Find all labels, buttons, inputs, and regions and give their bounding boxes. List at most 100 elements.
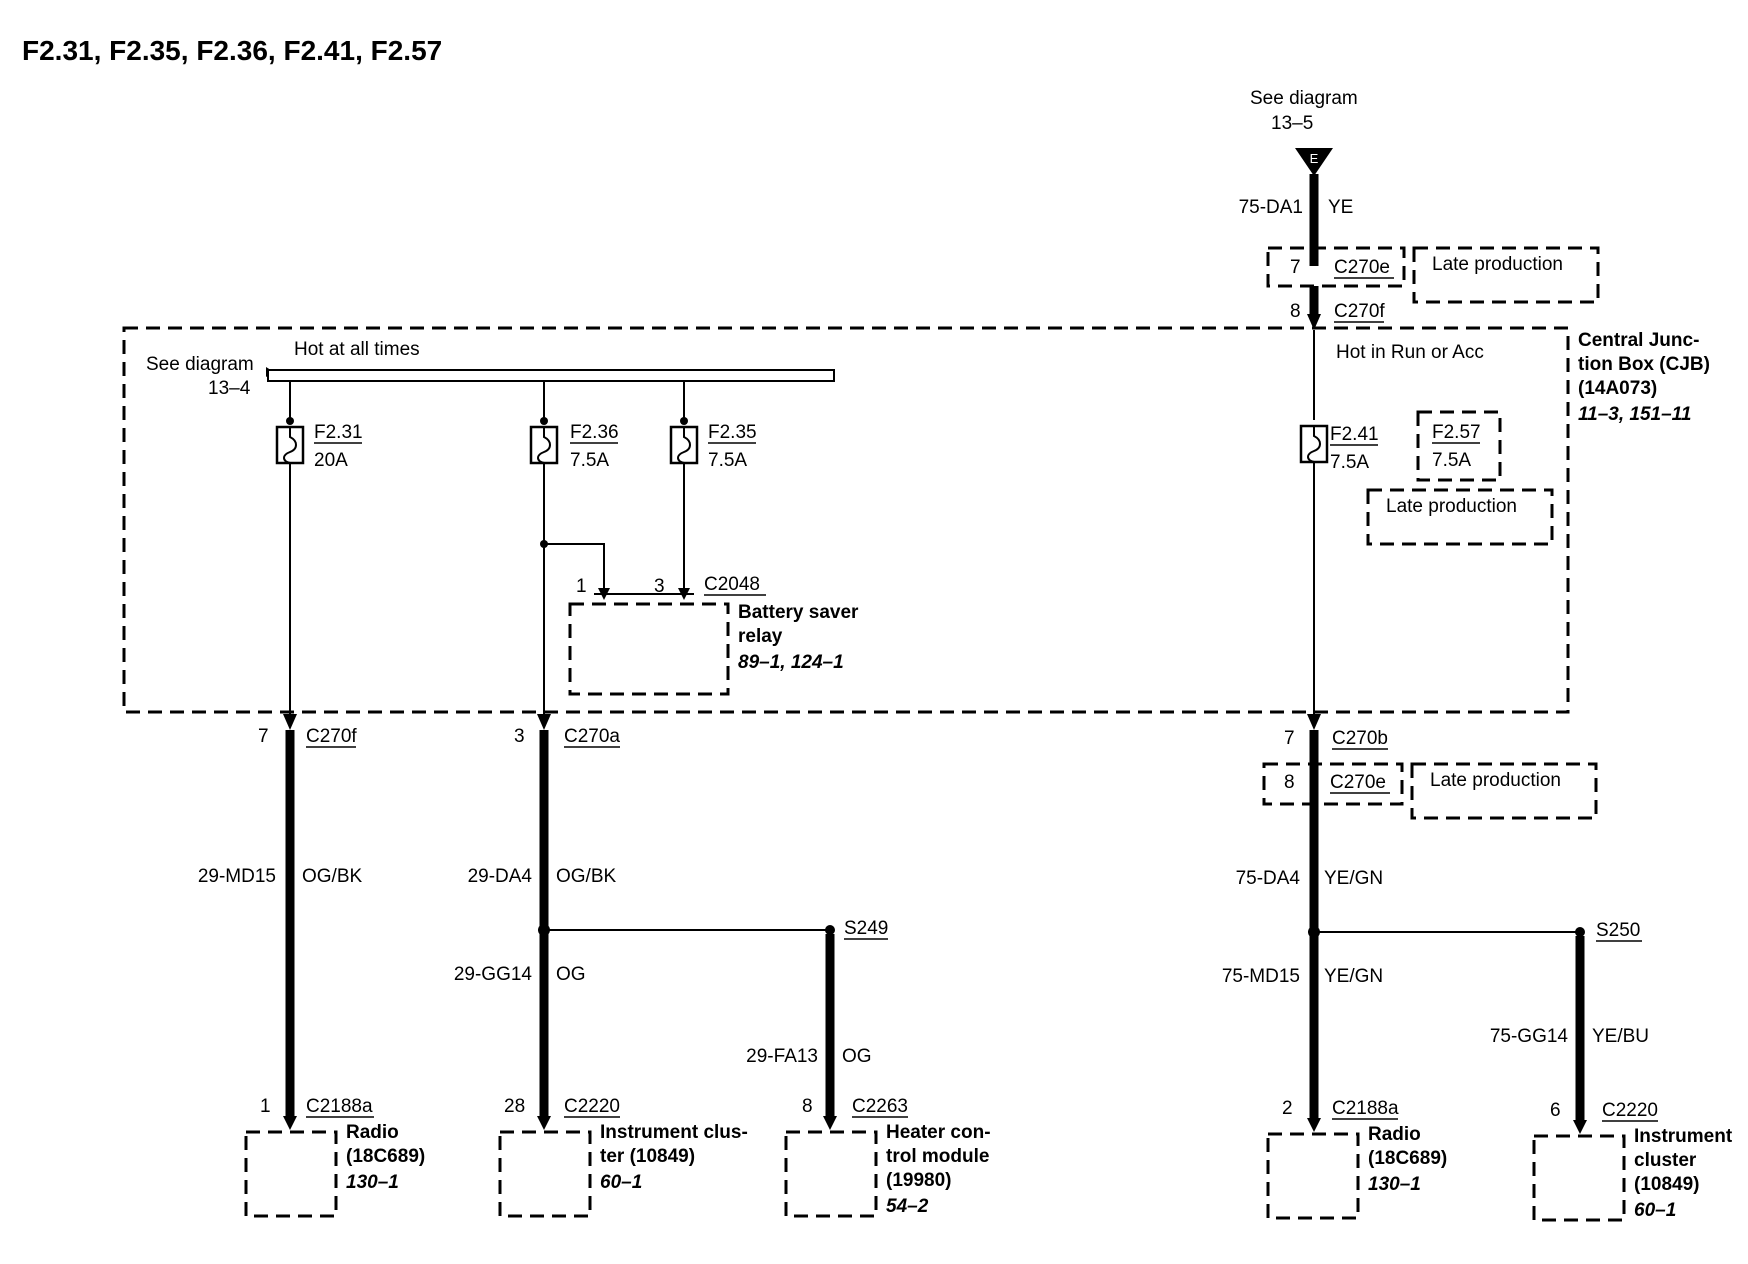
- late-production-connector-box-top: [1266, 246, 1406, 288]
- comp-heater-ref: 54–2: [886, 1196, 929, 1217]
- fuse-F2.35-rating: 7.5A: [708, 450, 747, 471]
- hot-at-all-times-label: Hot at all times: [294, 339, 420, 360]
- fuse-F2.35-element: [677, 427, 691, 464]
- comp-cluster-2-name-3: (10849): [1634, 1174, 1700, 1195]
- wire-75-GG14-color: YE/BU: [1592, 1026, 1649, 1047]
- wire-29-FA13-circuit: 29-FA13: [746, 1046, 818, 1067]
- exit-C270a-pin: 3: [514, 726, 525, 747]
- exit-late-connector: C270e: [1330, 772, 1386, 793]
- splice-S250-dot: [1575, 927, 1585, 937]
- relay-connector: C2048: [704, 574, 760, 595]
- source-marker-triangle: [1295, 148, 1333, 176]
- exit-late-production-box: [1410, 762, 1598, 820]
- comp-radio-2-arrow: [1307, 1118, 1321, 1132]
- wire-75-DA4-circuit: 75-DA4: [1236, 868, 1301, 889]
- c270f-top-pin: 8: [1290, 301, 1301, 322]
- wire-relay-pin1: [544, 543, 605, 592]
- comp-cluster-1-box: [498, 1130, 592, 1218]
- comp-heater-name-1: Heater con-: [886, 1122, 991, 1143]
- comp-cluster-2-name-2: cluster: [1634, 1150, 1697, 1171]
- exit-arrow-C270f: [283, 714, 297, 730]
- wire-75-DA1-color: YE: [1328, 197, 1353, 218]
- comp-radio-1-box: [244, 1130, 338, 1218]
- cjb-name-line-2: tion Box (CJB): [1578, 354, 1710, 375]
- comp-cluster-2-connector: C2220: [1602, 1100, 1658, 1121]
- comp-cluster-1-name-1: Instrument clus-: [600, 1122, 748, 1143]
- fuse-F2.31-element: [283, 427, 297, 464]
- top-see-diagram: See diagram: [1250, 88, 1358, 109]
- wire-29-MD15-color: OG/BK: [302, 866, 363, 887]
- fuse-F2.31-name: F2.31: [314, 422, 363, 443]
- late-production-label-top: Late production: [1432, 254, 1563, 275]
- comp-radio-1-pin: 1: [260, 1096, 271, 1117]
- exit-C270a-connector: C270a: [564, 726, 620, 747]
- exit-late-connector-box: [1262, 762, 1404, 806]
- comp-cluster-2-name-1: Instrument: [1634, 1126, 1733, 1147]
- f236-node: [540, 417, 548, 425]
- comp-heater-pin: 8: [802, 1096, 813, 1117]
- comp-heater-name-2: trol module: [886, 1146, 989, 1167]
- cjb-ref: 11–3, 151–11: [1578, 404, 1691, 425]
- comp-cluster-1-name-2: ter (10849): [600, 1146, 695, 1167]
- comp-radio-1-ref: 130–1: [346, 1172, 399, 1193]
- exit-arrow-C270a: [537, 714, 551, 730]
- cjb-see-diagram-ref: 13–4: [208, 378, 251, 399]
- fuse-F2.41-name: F2.41: [1330, 424, 1379, 445]
- fuse-F2.57-late-box: [1366, 488, 1554, 546]
- relay-name-line-1: Battery saver: [738, 602, 859, 623]
- late-pin-top: 7: [1290, 257, 1301, 278]
- comp-radio-2-pin: 2: [1282, 1098, 1293, 1119]
- comp-cluster-1-connector: C2220: [564, 1096, 620, 1117]
- fuse-F2.36-rating: 7.5A: [570, 450, 609, 471]
- comp-radio-2-name-2: (18C689): [1368, 1148, 1447, 1169]
- comp-radio-1-name-1: Radio: [346, 1122, 399, 1143]
- relay-name-line-2: relay: [738, 626, 783, 647]
- wire-29-FA13-color: OG: [842, 1046, 872, 1067]
- cjb-name-line-1: Central Junc-: [1578, 330, 1699, 351]
- exit-C270f-connector: C270f: [306, 726, 357, 747]
- c270f-top-connector: C270f: [1334, 301, 1385, 322]
- comp-radio-1-name-2: (18C689): [346, 1146, 425, 1167]
- exit-C270b-pin: 7: [1284, 728, 1295, 749]
- relay-ref: 89–1, 124–1: [738, 652, 844, 673]
- connector-arrow-C270f-top: [1307, 314, 1321, 330]
- fuse-F2.36-element: [537, 427, 551, 464]
- comp-cluster-1-ref: 60–1: [600, 1172, 642, 1193]
- wire-75-MD15-color: YE/GN: [1324, 966, 1383, 987]
- wire-29-DA4-circuit: 29-DA4: [468, 866, 533, 887]
- relay-pin3: 3: [654, 576, 665, 597]
- comp-heater-arrow: [823, 1116, 837, 1130]
- comp-heater-name-3: (19980): [886, 1170, 952, 1191]
- comp-cluster-2-box: [1532, 1134, 1626, 1222]
- comp-cluster-2-arrow: [1573, 1120, 1587, 1134]
- wire-29-MD15-circuit: 29-MD15: [198, 866, 276, 887]
- hot-in-run-label: Hot in Run or Acc: [1336, 342, 1484, 363]
- comp-radio-2-ref: 130–1: [1368, 1174, 1421, 1195]
- splice-S249: S249: [844, 918, 888, 939]
- f235-node: [680, 417, 688, 425]
- fuse-F2.41-rating: 7.5A: [1330, 452, 1369, 473]
- exit-late-pin: 8: [1284, 772, 1295, 793]
- fuse-F2.57-rating: 7.5A: [1432, 450, 1471, 471]
- comp-radio-1-connector: C2188a: [306, 1096, 373, 1117]
- splice-S250: S250: [1596, 920, 1640, 941]
- fuse-F2.35-name: F2.35: [708, 422, 757, 443]
- wire-29-GG14-circuit: 29-GG14: [454, 964, 533, 985]
- top-see-diagram-ref: 13–5: [1271, 113, 1313, 134]
- source-marker-label: E: [1310, 151, 1319, 166]
- fuse-F2.57-name: F2.57: [1432, 422, 1481, 443]
- battery-saver-relay-box: [568, 602, 730, 696]
- comp-cluster-2-pin: 6: [1550, 1100, 1561, 1121]
- central-junction-box: [122, 326, 1570, 714]
- exit-late-production-label: Late production: [1430, 770, 1561, 791]
- comp-heater-box: [784, 1130, 878, 1218]
- wire-75-DA4-color: YE/GN: [1324, 868, 1383, 889]
- wire-75-GG14-circuit: 75-GG14: [1490, 1026, 1569, 1047]
- late-connector-top: C270e: [1334, 257, 1390, 278]
- comp-heater-connector: C2263: [852, 1096, 908, 1117]
- wire-75-MD15-circuit: 75-MD15: [1222, 966, 1300, 987]
- comp-radio-2-box: [1266, 1132, 1360, 1220]
- cjb-name-line-3: (14A073): [1578, 378, 1657, 399]
- exit-C270f-pin: 7: [258, 726, 269, 747]
- relay-pin1: 1: [576, 576, 587, 597]
